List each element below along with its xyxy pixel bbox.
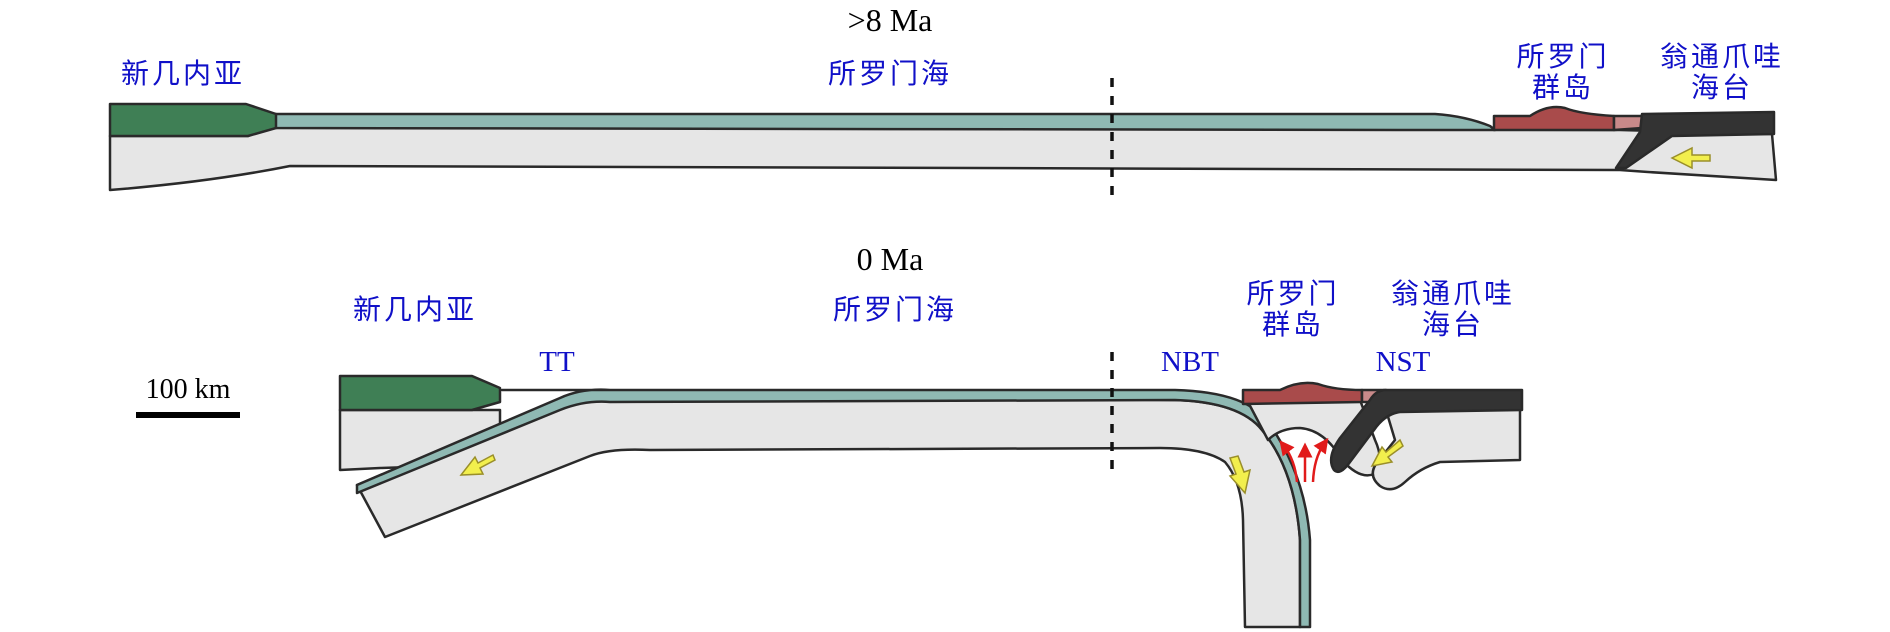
ontong-java-plateau-top (1614, 110, 1776, 170)
label-solomon-islands-top-line1: 所罗门 (1516, 40, 1609, 73)
oceanic-crust-top (263, 112, 1497, 132)
label-solomon-sea-top: 所罗门海 (828, 57, 952, 90)
label-ontong-java-bottom-line1: 翁通爪哇 (1391, 277, 1515, 310)
lithosphere-top (108, 125, 1778, 192)
label-solomon-islands-top-line2: 群岛 (1532, 71, 1594, 104)
label-ontong-java-bottom-line2: 海台 (1422, 308, 1484, 341)
label-new-guinea-top: 新几内亚 (121, 57, 245, 90)
label-solomon-islands-bottom-line1: 所罗门 (1246, 277, 1339, 310)
mantle-upwelling-arrow-right (1311, 437, 1329, 483)
ontong-java-lithosphere (1371, 404, 1522, 491)
solomon-arc-top (1492, 105, 1616, 132)
age-label-top: >8 Ma (848, 2, 933, 38)
plate-motion-arrow-nst (1370, 438, 1404, 468)
label-solomon-sea-bottom: 所罗门海 (833, 293, 957, 326)
label-ontong-java-top-line2: 海台 (1691, 71, 1753, 104)
label-ontong-java-top-line1: 翁通爪哇 (1660, 40, 1784, 73)
mantle-upwelling-arrow-left (1279, 440, 1299, 483)
new-guinea-block-bottom (338, 374, 502, 412)
solomon-arc-edge-top (1612, 114, 1644, 132)
age-label-bottom: 0 Ma (857, 241, 924, 277)
label-solomon-islands-bottom-line2: 群岛 (1262, 308, 1324, 341)
panel-top-8ma: >8 Ma 新几内亚 所罗门海 所罗门 群岛 翁通爪哇 海台 (108, 2, 1784, 202)
new-guinea-block-top (108, 102, 278, 138)
plate-motion-arrow-tt (459, 453, 496, 476)
label-trench-nbt: NBT (1161, 346, 1219, 378)
scale-bar-label: 100 km (146, 374, 231, 405)
plate-motion-arrow-top (1670, 146, 1711, 170)
ontong-java-plateau-bottom (1329, 388, 1524, 473)
label-trench-tt: TT (539, 346, 575, 378)
solomon-arc-bottom (1241, 381, 1364, 406)
plate-motion-arrow-nbt (1228, 455, 1252, 495)
label-new-guinea-bottom: 新几内亚 (353, 293, 477, 326)
panel-bottom-0ma: 0 Ma 新几内亚 所罗门海 所罗门 群岛 翁通爪哇 海台 TT NBT NST (136, 241, 1524, 629)
label-trench-nst: NST (1376, 346, 1431, 378)
